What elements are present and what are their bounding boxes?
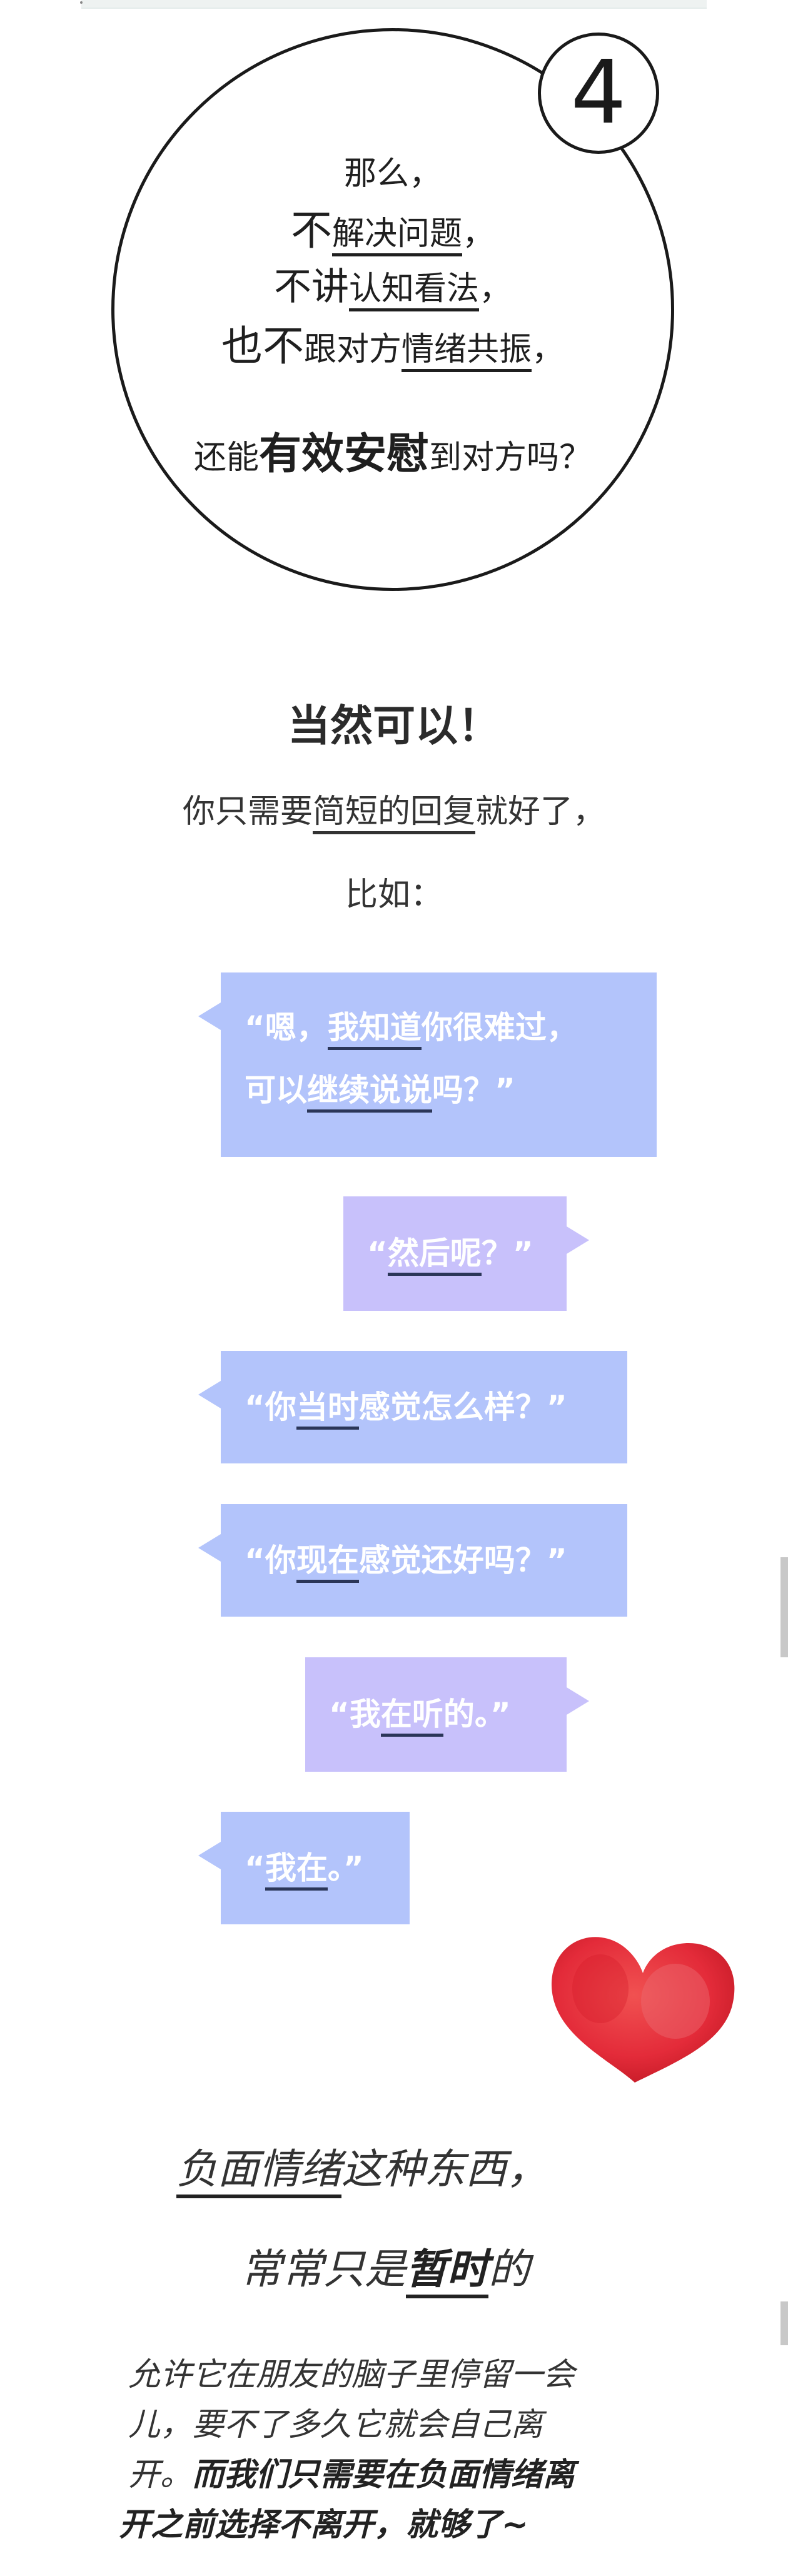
- reply-bubble-1: “嗯，我知道你很难过， 可以继续说说吗？”: [198, 972, 657, 1157]
- section-number-badge: 4: [538, 33, 659, 154]
- circle-line-5: 还能有效安慰到对方吗？: [193, 430, 592, 479]
- closing-paragraph-line-1: 允许它在朋友的脑子里停留一会: [128, 2356, 575, 2393]
- circle-line-4: 也不跟对方情绪共振，: [111, 313, 674, 373]
- closing-line-2: 常常只是暂时的: [241, 2236, 530, 2298]
- circle-line-1: 那么，: [343, 155, 442, 193]
- reply-bubble-3: “你当时感觉怎么样？”: [198, 1351, 627, 1463]
- answer-line-2: 比如：: [345, 876, 443, 914]
- reply-bubble-5: “我在听的。”: [305, 1657, 589, 1772]
- closing-paragraph-line-4: 开之前选择不离开，就够了~: [119, 2507, 528, 2543]
- answer-title: 当然可以！: [287, 702, 500, 751]
- top-dot: [80, 1, 83, 4]
- reply-bubble-2: “然后呢？”: [343, 1196, 589, 1311]
- circle-line-3: 不讲认知看法，: [111, 256, 674, 311]
- closing-line-1: 负面情绪这种东西，: [176, 2136, 548, 2198]
- closing-paragraph-line-2: 儿，要不了多久它就会自己离: [128, 2407, 543, 2443]
- circle-line-2: 不解决问题，: [111, 197, 674, 257]
- heart-icon: [551, 1937, 735, 2083]
- section-number: 4: [570, 42, 627, 144]
- answer-line-1: 你只需要简短的回复就好了，: [0, 785, 788, 834]
- question-circle: [111, 28, 674, 591]
- scrollbar-marker: [780, 2301, 788, 2345]
- reply-bubble-6: “我在。”: [198, 1812, 410, 1924]
- reply-bubble-4: “你现在感觉还好吗？”: [198, 1504, 627, 1617]
- scrollbar-thumb[interactable]: [780, 1557, 788, 1657]
- top-divider: [81, 0, 707, 9]
- closing-paragraph-line-3: 开。而我们只需要在负面情绪离: [128, 2457, 575, 2493]
